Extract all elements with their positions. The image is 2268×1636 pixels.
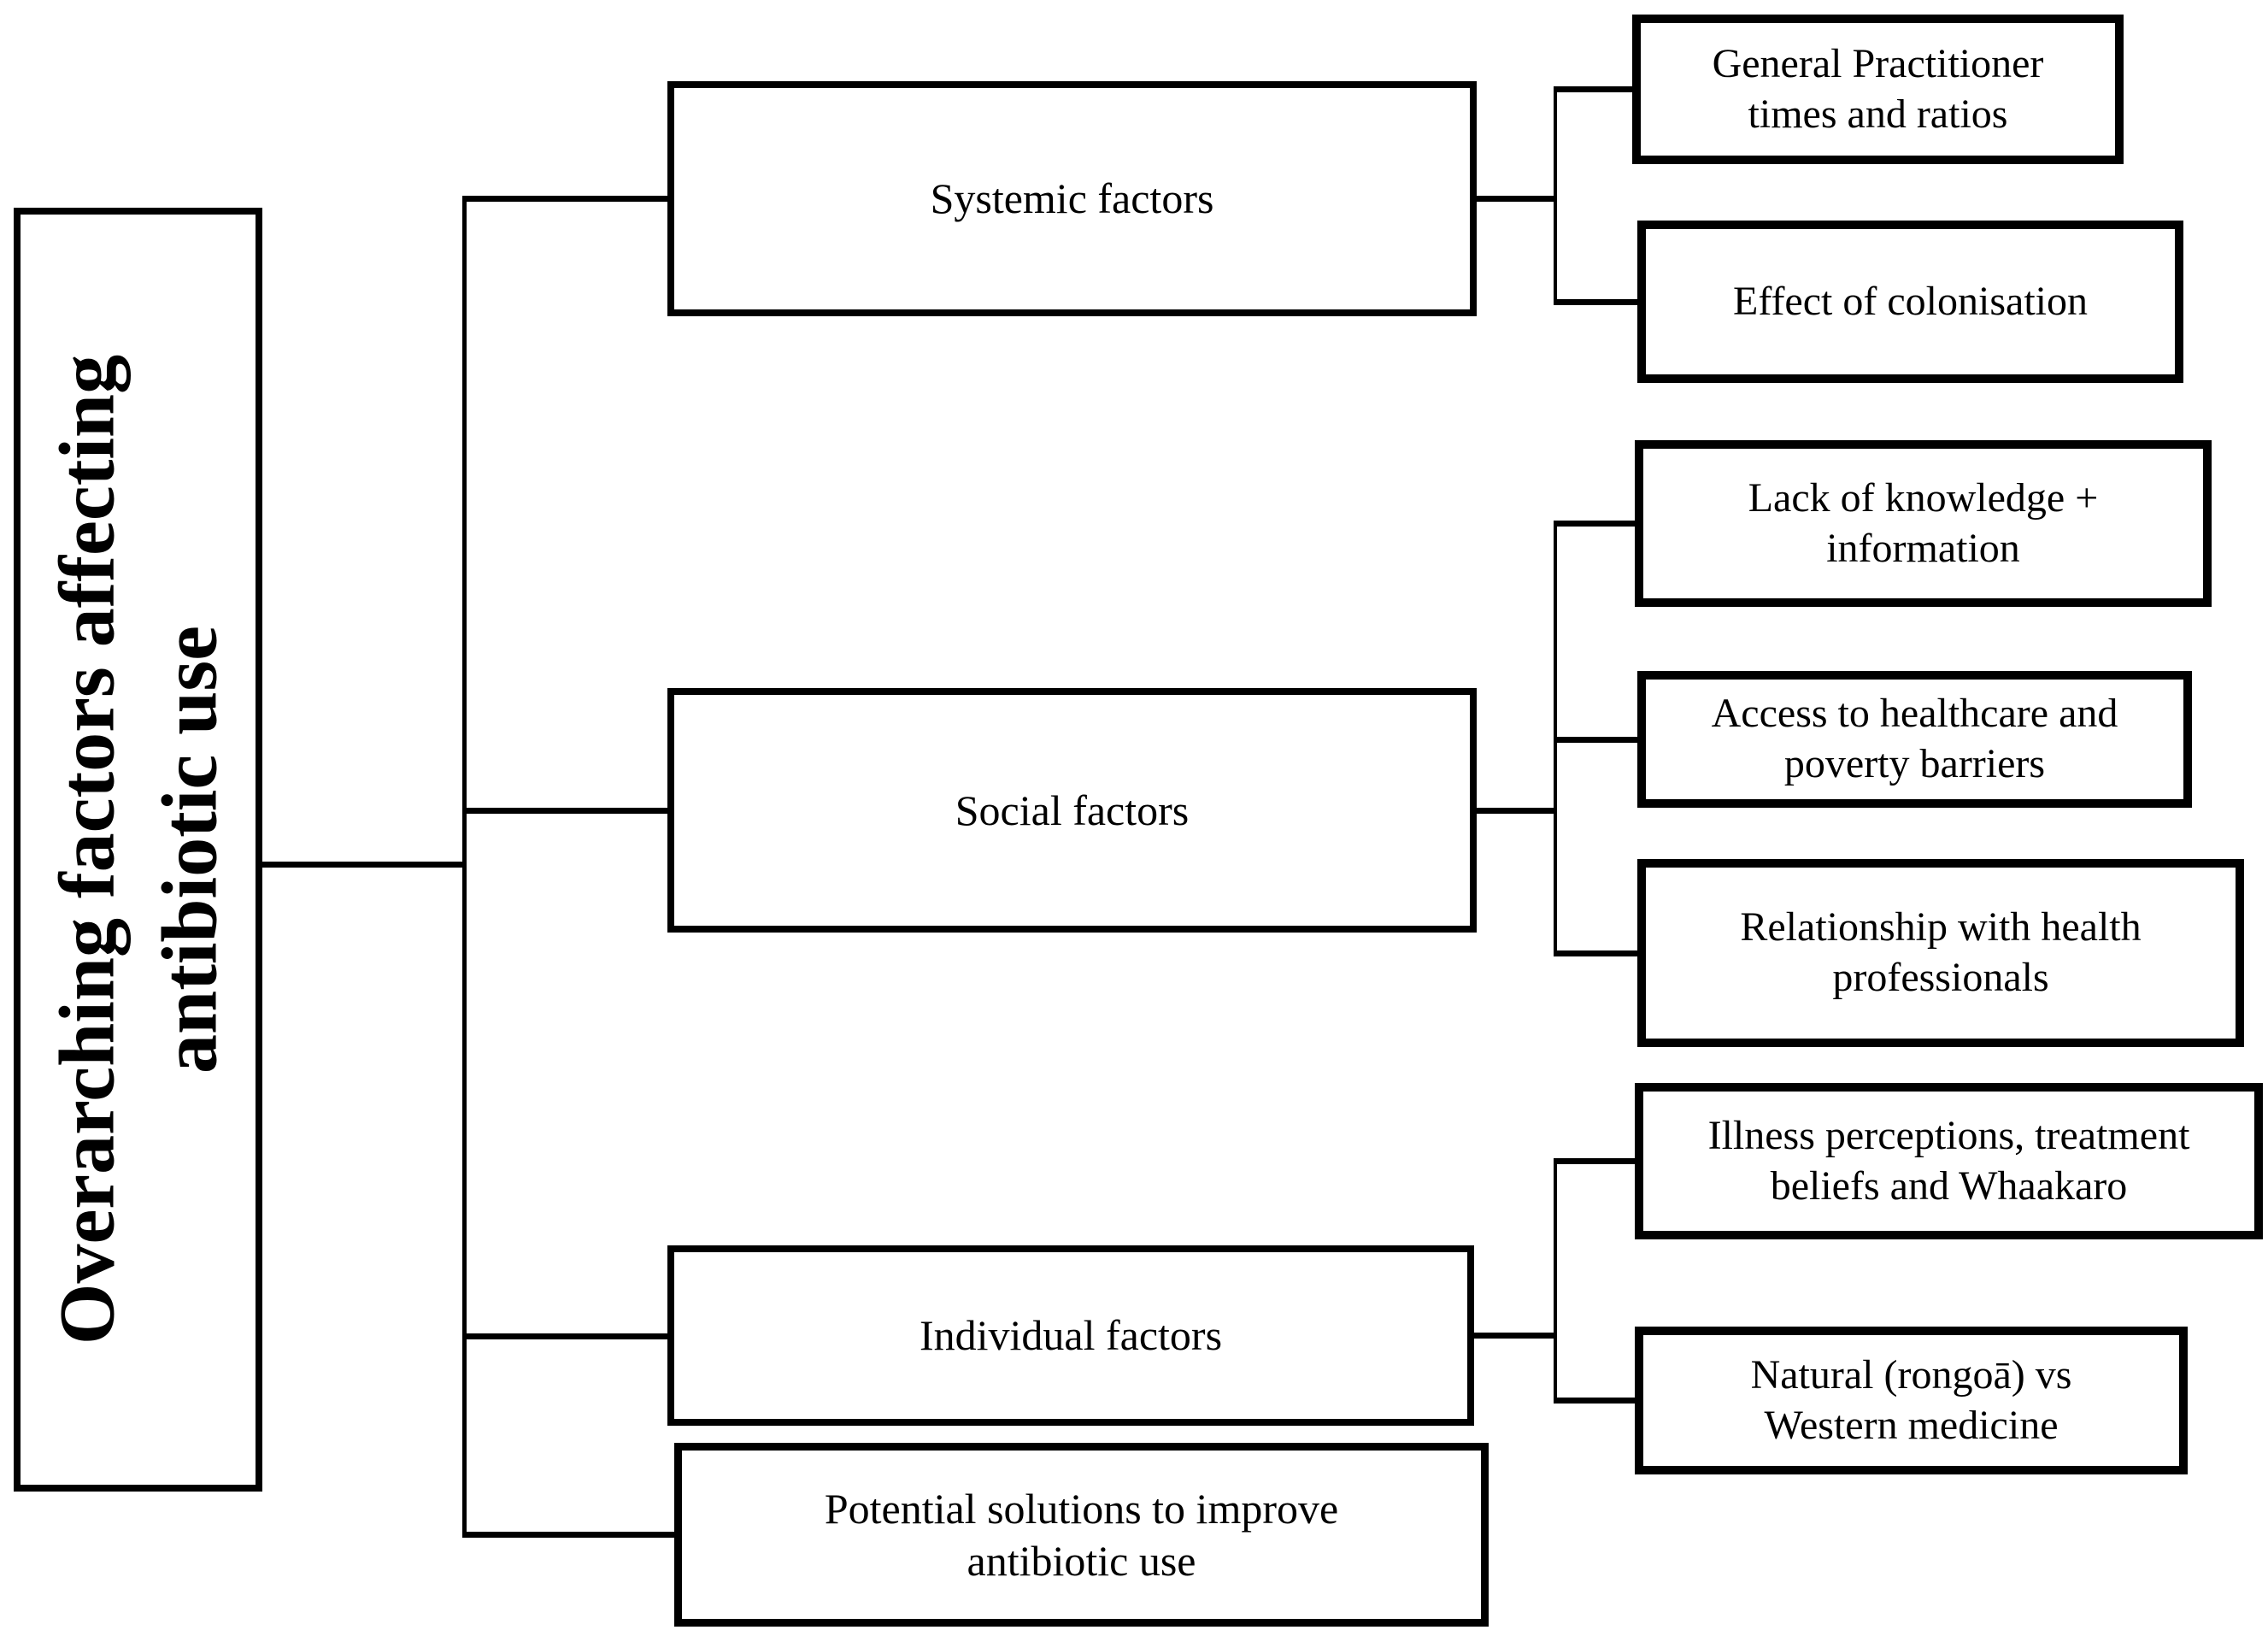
child-box-natural-vs-western: Natural (rongoā) vs Western medicine [1635, 1327, 2188, 1474]
branch-box-potential-solutions: Potential solutions to improve antibioti… [674, 1443, 1489, 1627]
connector-to-lack-box [1554, 521, 1635, 527]
child-label-access-to-healthcare: Access to healthcare and poverty barrier… [1711, 691, 2118, 786]
child-box-effect-of-colonisation: Effect of colonisation [1637, 221, 2183, 383]
connector-individual-children-vertical [1554, 1158, 1557, 1404]
child-box-access-to-healthcare: Access to healthcare and poverty barrier… [1637, 671, 2192, 808]
connector-trunk-vertical [462, 196, 467, 1538]
branch-label-social: Social factors [955, 786, 1190, 834]
connector-systemic-to-children [1477, 196, 1557, 202]
connector-individual-to-children [1474, 1333, 1557, 1339]
root-box-label: Overarching factors affecting antibiotic… [42, 354, 232, 1345]
branch-box-individual-factors: Individual factors [667, 1245, 1474, 1426]
child-label-effect-of-colonisation: Effect of colonisation [1733, 278, 2088, 324]
connector-social-to-children [1475, 808, 1557, 814]
branch-label-solutions: Potential solutions to improve antibioti… [824, 1484, 1339, 1585]
branch-box-systemic-factors: Systemic factors [667, 81, 1477, 316]
child-box-relationship-health-professionals: Relationship with health professionals [1637, 859, 2244, 1047]
branch-box-social-factors: Social factors [667, 688, 1477, 933]
child-label-relationship-health-professionals: Relationship with health professionals [1740, 904, 2142, 1000]
connector-to-access-box [1554, 737, 1637, 743]
branch-label-systemic: Systemic factors [930, 174, 1214, 222]
child-label-natural-vs-western: Natural (rongoā) vs Western medicine [1750, 1351, 2072, 1448]
connector-systemic-children-vertical [1554, 86, 1557, 305]
child-box-gp-times-ratios: General Practitioner times and ratios [1632, 15, 2124, 164]
child-label-illness-perceptions: Illness perceptions, treatment beliefs a… [1707, 1112, 2190, 1209]
child-box-lack-of-knowledge: Lack of knowledge + information [1635, 440, 2212, 607]
connector-to-illness-box [1554, 1158, 1635, 1164]
root-box-overarching-factors: Overarching factors affecting antibiotic… [14, 208, 262, 1492]
connector-to-relationship-box [1554, 950, 1637, 956]
branch-label-individual: Individual factors [919, 1311, 1223, 1359]
child-label-lack-of-knowledge: Lack of knowledge + information [1748, 474, 2099, 571]
child-label-gp-times-ratios: General Practitioner times and ratios [1712, 40, 2044, 137]
connector-trunk-to-social [462, 808, 667, 814]
connector-to-gp-box [1554, 86, 1632, 92]
connector-to-natural-box [1554, 1398, 1635, 1404]
connector-root-to-trunk [256, 862, 467, 868]
connector-trunk-to-solutions [462, 1532, 674, 1538]
connector-trunk-to-systemic [462, 196, 667, 202]
child-box-illness-perceptions: Illness perceptions, treatment beliefs a… [1635, 1083, 2263, 1239]
connector-to-effect-box [1554, 299, 1637, 305]
connector-trunk-to-individual [462, 1333, 667, 1339]
